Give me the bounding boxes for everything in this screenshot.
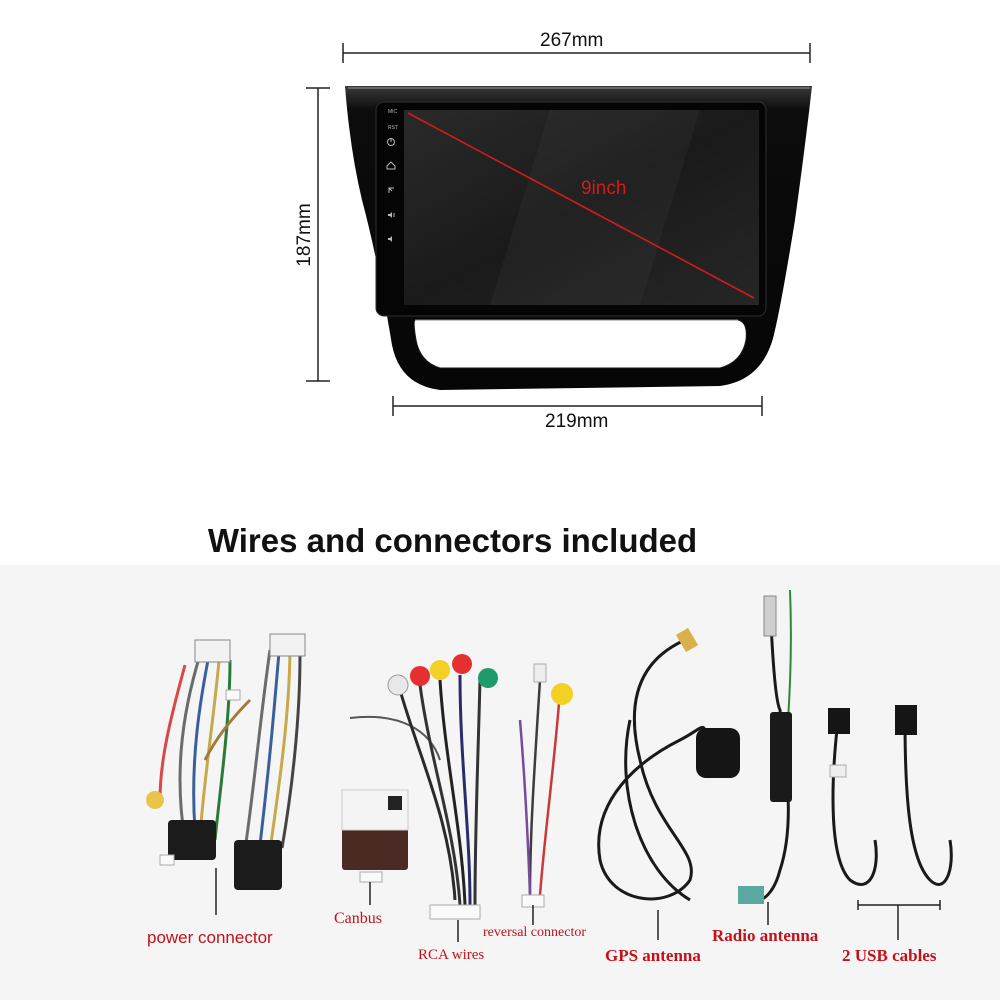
dimension-lines <box>306 43 811 416</box>
radio-antenna <box>738 589 792 904</box>
usb-cables <box>828 705 953 886</box>
section-title: Wires and connectors included <box>207 522 698 559</box>
diagonal-label: 9inch <box>581 178 627 199</box>
home-icon[interactable] <box>386 160 396 170</box>
back-icon[interactable] <box>386 185 396 195</box>
caption-gps-antenna: GPS antenna <box>605 946 701 965</box>
width-top-label: 267mm <box>540 30 604 51</box>
reversal-connector <box>518 663 573 908</box>
gps-antenna <box>597 627 740 902</box>
rst-label: RST <box>388 125 398 131</box>
volume-up-icon[interactable] <box>386 210 396 220</box>
caption-reversal-connector: reversal connector <box>483 925 586 940</box>
power-icon[interactable] <box>386 137 396 147</box>
diagonal-line <box>407 112 755 299</box>
caption-canbus: Canbus <box>334 910 382 927</box>
rca-wires <box>387 654 498 920</box>
volume-down-icon[interactable] <box>386 234 396 244</box>
caption-usb-cables: 2 USB cables <box>842 946 937 965</box>
canbus-box <box>341 715 441 883</box>
power-harness <box>146 633 306 890</box>
caption-power-connector: power connector <box>147 928 273 947</box>
caption-rca-wires: RCA wires <box>418 947 485 963</box>
mic-label: MIC <box>388 109 398 115</box>
head-unit <box>345 86 812 390</box>
caption-radio-antenna: Radio antenna <box>712 926 819 945</box>
width-bottom-label: 219mm <box>545 411 609 432</box>
